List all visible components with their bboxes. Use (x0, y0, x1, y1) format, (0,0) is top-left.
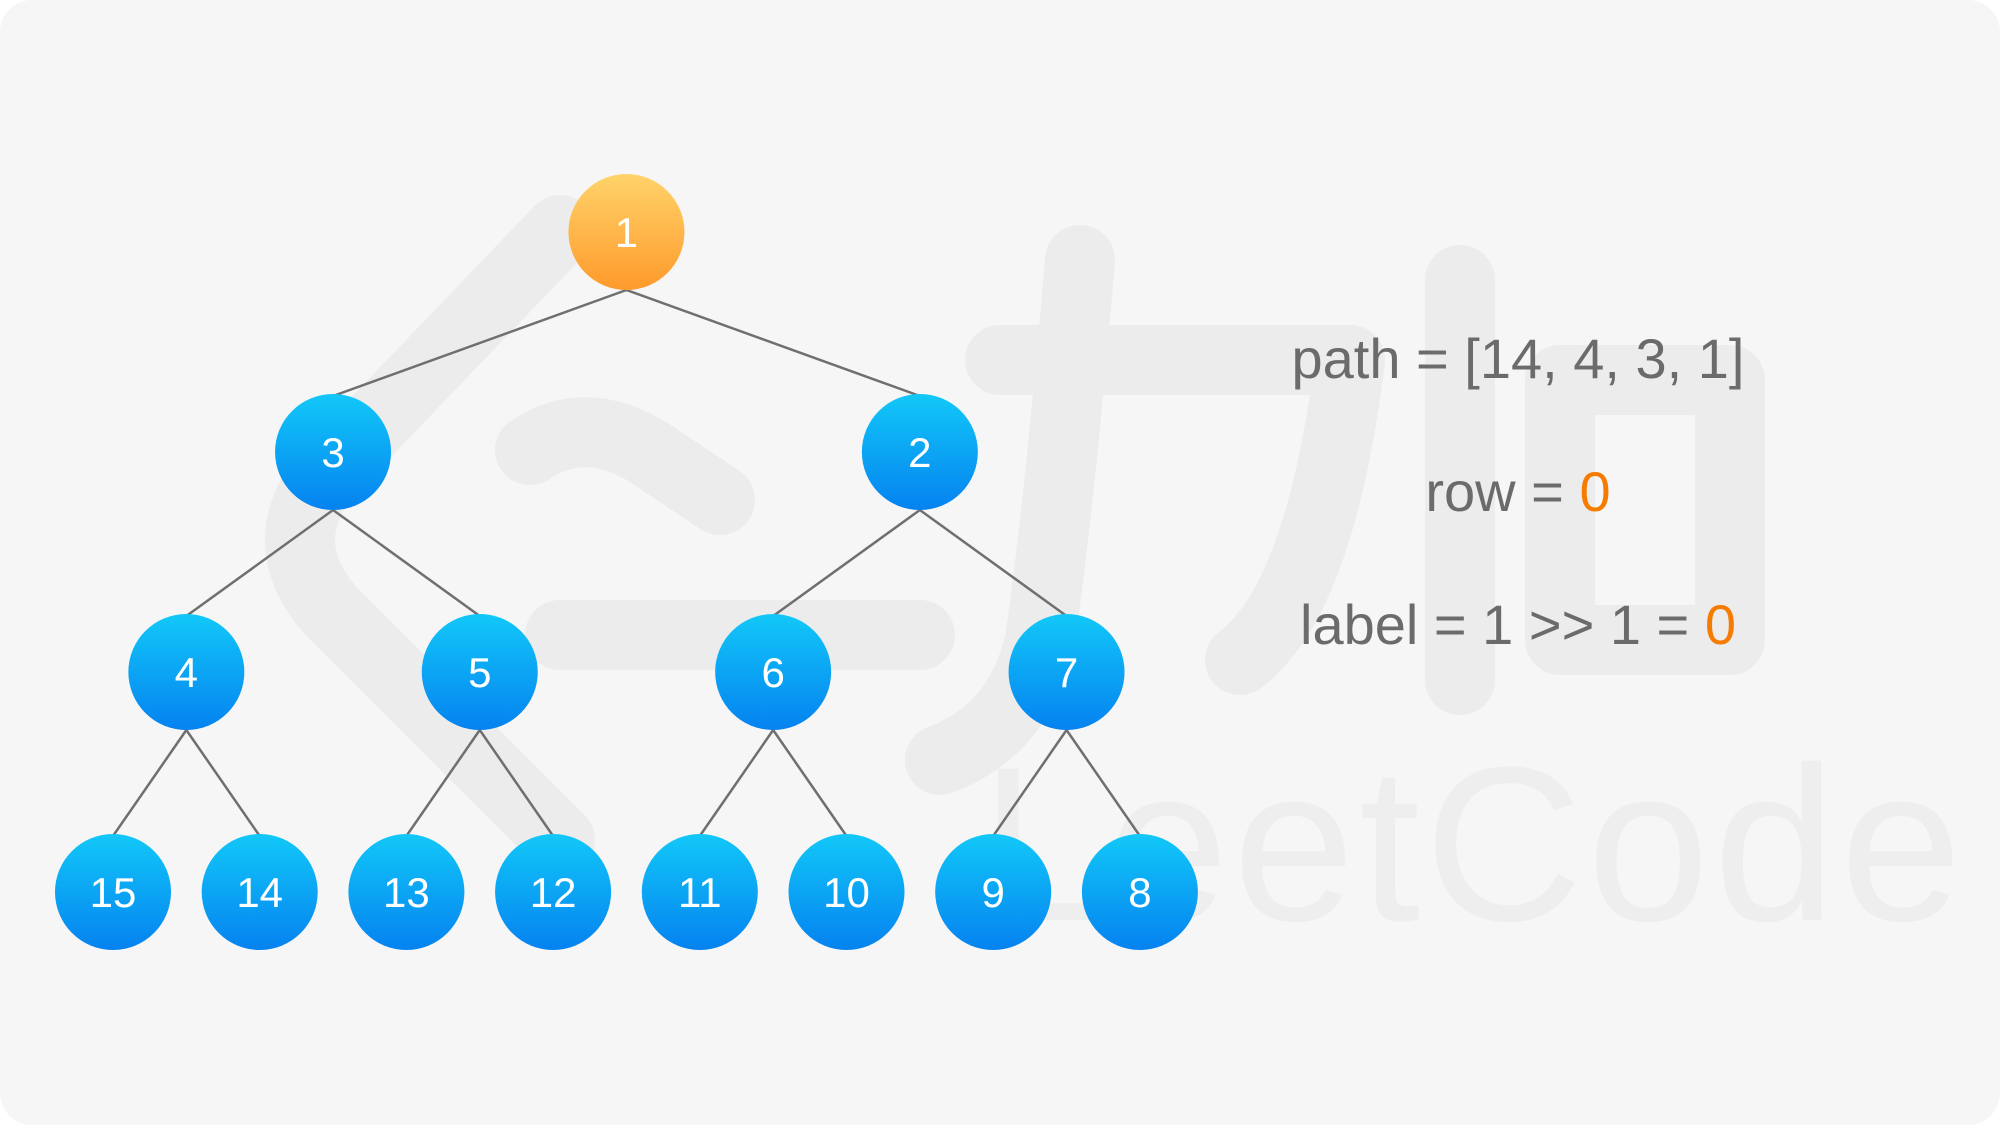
tree-node-3: 3 (275, 394, 392, 510)
tree-node-4: 4 (128, 614, 245, 730)
tree-node-label-2: 2 (908, 429, 931, 476)
tree-node-circle-12 (495, 834, 612, 950)
tree-node-circle-11 (641, 834, 758, 950)
tree-node-circle-14 (201, 834, 318, 950)
path-text: path = [14, 4, 3, 1] (1291, 327, 1745, 390)
tree-node-11: 11 (641, 834, 758, 950)
tree-node-label-1: 1 (615, 209, 638, 256)
tree-edge-2-6 (772, 508, 921, 618)
row-prefix: row = (1425, 460, 1580, 523)
tree-node-circle-15 (55, 834, 171, 950)
tree-node-circle-8 (1081, 834, 1198, 950)
tree-edge-4-15 (111, 729, 188, 837)
tree-edge-4-14 (185, 729, 261, 837)
tree-node-circle-13 (348, 834, 465, 950)
row-text: row = 0 (1283, 459, 1753, 524)
tree-node-7: 7 (1008, 614, 1125, 730)
tree-node-circle-4 (128, 614, 245, 730)
tree-node-label-3: 3 (321, 429, 344, 476)
tree-node-15: 15 (55, 834, 171, 950)
tree-node-8: 8 (1081, 834, 1198, 950)
tree-node-label-6: 6 (761, 649, 784, 696)
tree-node-circle-2 (861, 394, 978, 510)
tree-edge-7-9 (992, 729, 1068, 837)
tree-edge-6-10 (772, 729, 848, 837)
tree-node-13: 13 (348, 834, 465, 950)
tree-edge-6-11 (698, 729, 775, 837)
tree-edge-3-4 (185, 508, 334, 618)
tree-node-label-13: 13 (383, 869, 430, 916)
tree-node-5: 5 (421, 614, 538, 730)
tree-node-circle-7 (1008, 614, 1125, 730)
tree-edge-3-5 (332, 508, 481, 618)
tree-node-14: 14 (201, 834, 318, 950)
tree-node-10: 10 (788, 834, 905, 950)
tree-node-label-7: 7 (1055, 649, 1078, 696)
tree-node-label-5: 5 (468, 649, 491, 696)
label-value: 0 (1704, 593, 1736, 656)
tree-node-circle-1 (568, 174, 685, 290)
tree-node-label-8: 8 (1128, 869, 1151, 916)
tree-node-circle-5 (421, 614, 538, 730)
tree-node-1: 1 (568, 174, 685, 290)
tree-edge-5-12 (478, 729, 555, 837)
tree-edge-5-13 (405, 729, 481, 837)
tree-edge-1-2 (626, 288, 921, 398)
watermark-logo (265, 195, 1765, 875)
tree-node-label-4: 4 (175, 649, 198, 696)
tree-node-circle-10 (788, 834, 905, 950)
tree-edge-1-3 (332, 288, 627, 398)
tree-node-9: 9 (935, 834, 1052, 950)
tree-node-12: 12 (495, 834, 612, 950)
tree-node-circle-6 (715, 614, 832, 730)
tree-edge-2-7 (919, 508, 1068, 618)
tree-node-6: 6 (715, 614, 832, 730)
tree-node-circle-9 (935, 834, 1052, 950)
row-value: 0 (1579, 460, 1611, 523)
tree-node-label-9: 9 (982, 869, 1005, 916)
tree-node-label-15: 15 (90, 869, 137, 916)
tree-edge-7-8 (1065, 729, 1141, 837)
tree-edges (111, 288, 1141, 837)
tree-node-2: 2 (861, 394, 978, 510)
label-text: label = 1 >> 1 = 0 (1283, 592, 1753, 657)
tree-node-label-14: 14 (236, 869, 283, 916)
tree-node-label-10: 10 (823, 869, 870, 916)
tree-node-label-12: 12 (530, 869, 577, 916)
label-prefix: label = 1 >> 1 = (1300, 593, 1705, 656)
tree-node-circle-3 (275, 394, 392, 510)
tree-node-label-11: 11 (678, 869, 722, 916)
